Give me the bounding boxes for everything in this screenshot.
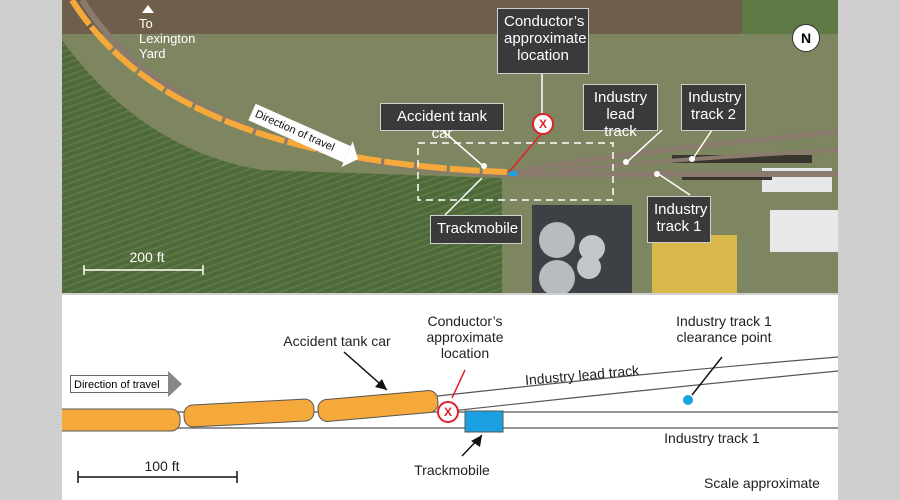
clearance-point-marker [683, 395, 693, 405]
label-industry-lead-track: Industry lead track [583, 84, 658, 140]
label-conductor-location: Conductor’s approximate location [497, 8, 589, 74]
label-trackmobile: Trackmobile [414, 462, 490, 478]
tank-car [183, 398, 315, 428]
detail-area-box [417, 142, 614, 201]
label-clearance-point: Industry track 1 clearance point [676, 313, 772, 345]
direction-of-travel-arrow: Direction of travel [70, 371, 182, 397]
conductor-marker-icon: X [532, 113, 554, 135]
trackmobile-icon [464, 410, 504, 433]
aerial-background [62, 0, 838, 293]
trackmobile-marker [509, 171, 517, 176]
label-trackmobile: Trackmobile [430, 215, 522, 244]
label-accident-tank-car: Accident tank car [283, 333, 391, 349]
scale-note: Scale approximate [704, 475, 820, 491]
label-industry-track-2: Industry track 2 [681, 84, 746, 131]
schematic-diagram: Direction of travel X Accident tank car … [62, 295, 838, 500]
building [770, 210, 838, 252]
conductor-marker-icon: X [437, 401, 459, 423]
tank-car [62, 408, 181, 432]
scale-label: 200 ft [129, 249, 165, 265]
compass-icon: N [792, 24, 820, 52]
train-cars [69, 0, 508, 175]
lead-track-rail [401, 356, 838, 401]
lead-track-rail [441, 370, 838, 413]
label-industry-track-1: Industry track 1 [647, 196, 711, 243]
destination-label: To Lexington Yard [139, 16, 196, 61]
aerial-photo: To Lexington Yard Direction of travel Ac… [62, 0, 838, 293]
label-conductor-location: Conductor’s approximate location [426, 313, 504, 361]
scale-bar [83, 265, 204, 275]
accident-tank-car [317, 390, 439, 422]
label-accident-tank-car: Accident tank car [380, 103, 504, 142]
north-arrow-triangle [142, 5, 154, 13]
scale-label: 100 ft [144, 458, 180, 474]
label-industry-track-1: Industry track 1 [664, 430, 760, 446]
